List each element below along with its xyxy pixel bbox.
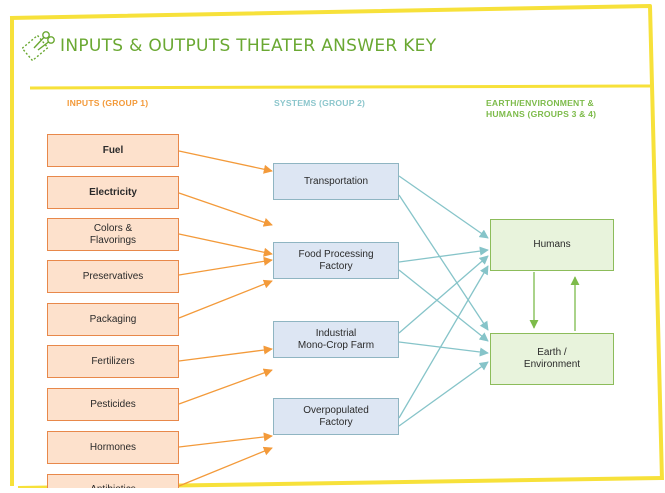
system-box-food-processing-factory: Food Processing Factory (273, 242, 399, 279)
input-box-preservatives: Preservatives (47, 260, 179, 293)
system-label-line2: Factory (319, 260, 353, 272)
input-label-line1: Colors & (93, 222, 133, 234)
system-box-transportation: Transportation (273, 163, 399, 200)
input-box-packaging: Packaging (47, 303, 179, 336)
input-label: Hormones (89, 441, 137, 453)
system-label-line1: Industrial (315, 327, 357, 339)
input-box-colors-flavorings: Colors & Flavorings (47, 218, 179, 251)
input-box-electricity: Electricity (47, 176, 179, 209)
system-label-line2: Factory (319, 416, 353, 428)
page-title: INPUTS & OUTPUTS THEATER ANSWER KEY (60, 36, 437, 56)
output-label: Humans (533, 239, 571, 250)
earth-heading-line2: HUMANS (GROUPS 3 & 4) (486, 109, 597, 119)
input-label: Preservatives (82, 270, 144, 282)
input-box-fuel: Fuel (47, 134, 179, 167)
system-label-line1: Food Processing (298, 248, 374, 260)
system-label-line2: Mono-Crop Farm (297, 339, 375, 351)
system-box-overpopulated-factory: Overpopulated Factory (273, 398, 399, 435)
output-label-line2: Environment (523, 359, 581, 370)
input-label: Packaging (89, 313, 137, 325)
input-label: Pesticides (90, 398, 136, 410)
bottom-crop-mask (0, 488, 665, 493)
output-box-humans: Humans (490, 219, 614, 271)
input-box-fertilizers: Fertilizers (47, 345, 179, 378)
output-label-line1: Earth / (537, 347, 567, 358)
earth-humans-column-heading: EARTH/ENVIRONMENT & HUMANS (GROUPS 3 & 4… (486, 98, 596, 120)
scissors-icon (22, 31, 55, 62)
input-box-pesticides: Pesticides (47, 388, 179, 421)
output-box-earth-environment: Earth / Environment (490, 333, 614, 385)
input-label: Fuel (102, 144, 124, 156)
input-label: Electricity (89, 186, 137, 198)
input-box-hormones: Hormones (47, 431, 179, 464)
inputs-column-heading: INPUTS (GROUP 1) (67, 98, 149, 108)
systems-column-heading: SYSTEMS (GROUP 2) (274, 98, 366, 108)
system-box-industrial-mono-crop-farm: Industrial Mono-Crop Farm (273, 321, 399, 358)
system-label: Transportation (303, 175, 369, 187)
input-label-line2: Flavorings (89, 234, 137, 246)
earth-heading-line1: EARTH/ENVIRONMENT & (486, 98, 594, 108)
input-label: Fertilizers (91, 355, 135, 367)
system-label-line1: Overpopulated (303, 404, 369, 416)
